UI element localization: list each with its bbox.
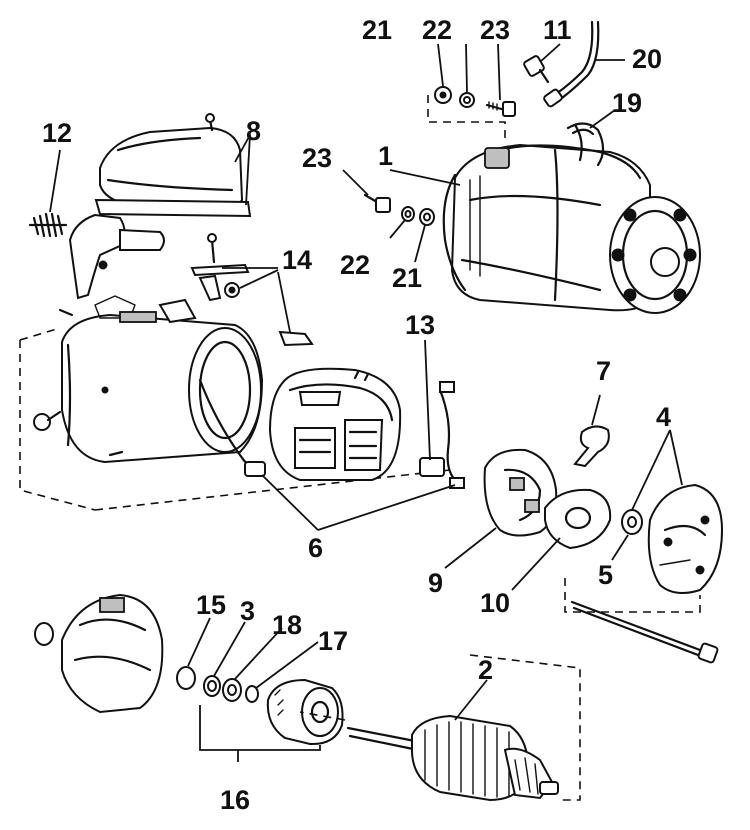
dash-guide-top xyxy=(427,95,506,140)
callout-10: 10 xyxy=(480,588,511,618)
clip-7 xyxy=(573,425,610,468)
through-bolt xyxy=(570,600,719,664)
dash-guide-bottom-right xyxy=(469,654,581,801)
dash-guide-shaft xyxy=(299,711,346,721)
nut-21-top xyxy=(434,86,452,104)
callout-16: 16 xyxy=(220,785,251,815)
callout-6: 6 xyxy=(308,533,324,563)
washer-22-top xyxy=(459,92,475,108)
callout-21-mid: 21 xyxy=(392,263,423,293)
washer-18 xyxy=(222,678,242,702)
plunger-lever xyxy=(68,213,165,300)
field-coils xyxy=(268,367,402,481)
callout-23-mid: 23 xyxy=(302,143,333,173)
callout-7: 7 xyxy=(596,356,612,386)
spring-12 xyxy=(28,212,68,238)
field-frame-housing xyxy=(61,295,266,477)
callout-20: 20 xyxy=(632,44,663,74)
callout-1: 1 xyxy=(378,141,394,171)
leader-lines xyxy=(49,43,683,762)
bushing-15 xyxy=(176,666,196,690)
pin-left xyxy=(58,308,74,317)
strap-19 xyxy=(566,122,605,167)
ring-17 xyxy=(245,685,259,703)
callout-23-top: 23 xyxy=(480,15,511,45)
callout-14: 14 xyxy=(282,245,313,275)
armature-2 xyxy=(346,714,559,802)
insulator-10 xyxy=(544,488,612,550)
callout-17: 17 xyxy=(318,626,349,656)
callout-18: 18 xyxy=(272,610,303,640)
callout-22-mid: 22 xyxy=(340,250,371,280)
dash-box-left xyxy=(19,327,96,511)
assembled-starter-motor xyxy=(442,123,701,314)
callout-8: 8 xyxy=(246,116,262,146)
screw-23-top xyxy=(485,101,516,117)
callout-15: 15 xyxy=(196,590,227,620)
pivot-left xyxy=(33,410,62,431)
callout-12: 12 xyxy=(42,118,73,148)
callout-13: 13 xyxy=(405,310,436,340)
ring-3 xyxy=(203,675,221,697)
dash-box-bottom xyxy=(94,469,451,511)
bushing-5 xyxy=(621,509,643,535)
brush-13 xyxy=(419,381,465,489)
callout-4: 4 xyxy=(656,402,672,432)
dash-guide-right xyxy=(564,578,701,613)
callout-11: 11 xyxy=(543,15,572,45)
callout-22-top: 22 xyxy=(422,15,453,45)
wire-20 xyxy=(543,20,600,108)
callout-2: 2 xyxy=(478,655,494,685)
screw-23-mid xyxy=(363,193,391,213)
brush-plate-9 xyxy=(483,448,558,537)
washer-22-mid xyxy=(401,206,415,222)
solenoid-cover-8 xyxy=(94,113,252,218)
callout-3: 3 xyxy=(240,596,256,626)
callout-19: 19 xyxy=(612,88,643,118)
callout-9: 9 xyxy=(428,568,444,598)
drive-housing xyxy=(34,593,164,714)
callout-5: 5 xyxy=(598,560,614,590)
end-frame-4 xyxy=(647,483,724,595)
washer-21-mid xyxy=(419,208,435,226)
drive-gear-16 xyxy=(266,678,344,746)
callout-21-top: 21 xyxy=(362,15,393,45)
